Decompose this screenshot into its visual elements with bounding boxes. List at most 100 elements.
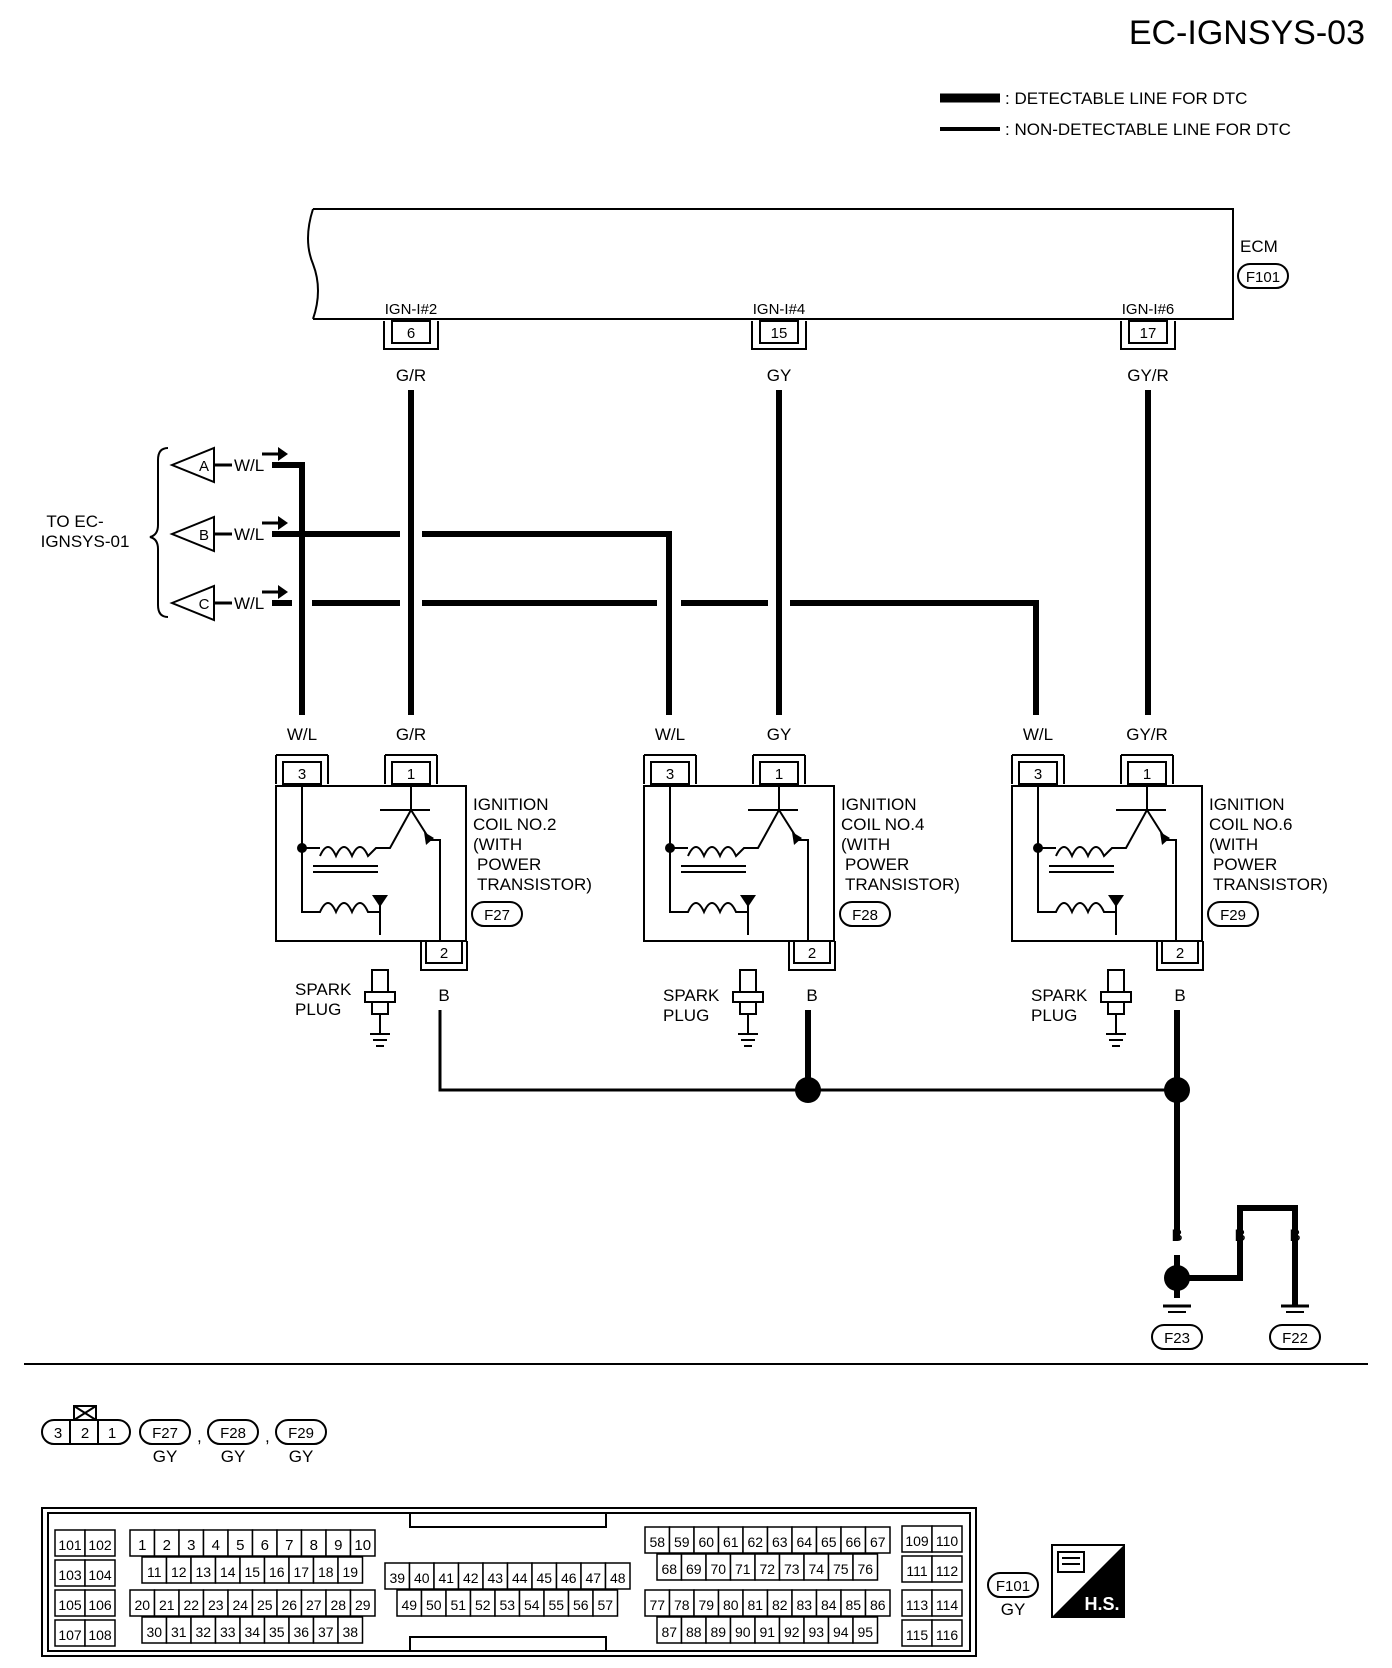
ecm-pin-cell (864, 1526, 891, 1554)
ecm-pin-cell (251, 1589, 278, 1617)
coil-unit-6: W/L GY/R 3 1 IGNITION COIL NO.6 (WITH PO… (1011, 725, 1328, 1047)
ecm-pin-number: 9 (334, 1537, 342, 1554)
coil-view-f28-color: GY (221, 1447, 246, 1466)
ecm-pin-cell (337, 1556, 364, 1584)
ecm-pin-cell (190, 1556, 217, 1584)
ecm-pin-cell (705, 1553, 732, 1581)
ecm-pin-number: 45 (536, 1570, 552, 1586)
ecm-pin-number: 76 (857, 1561, 873, 1577)
ecm-pin-number: 39 (389, 1570, 405, 1586)
ecm-pin-cell (312, 1556, 339, 1584)
ecm-pin-cell (901, 1525, 933, 1553)
ecm-terminal-name-2: IGN-I#4 (753, 301, 806, 318)
coil-unit-2: W/L G/R 3 1 IGNITION COIL NO.2 (WITH POW… (275, 725, 592, 1047)
ecm-pin-cell (717, 1526, 744, 1554)
ecm-pin-number: 51 (450, 1597, 466, 1613)
ecm-pin-number: 62 (747, 1534, 763, 1550)
to-ref-label-line1: TO EC- (46, 512, 103, 531)
ecm-pin-number: 108 (88, 1627, 112, 1643)
ecm-pin-cell (482, 1562, 509, 1590)
ecm-pin-number: 80 (723, 1597, 739, 1613)
ecm-pin-number: 44 (512, 1570, 528, 1586)
coil-view-f28: F28 (220, 1425, 246, 1442)
ecm-pin-3: 17 (1140, 325, 1157, 342)
ecm-view-f101-color: GY (1001, 1600, 1026, 1619)
ecm-pin-number: 106 (88, 1597, 112, 1613)
ecm-pin-cell (84, 1619, 116, 1647)
coil4-label-5: TRANSISTOR) (845, 875, 960, 894)
ecm-pin-number: 88 (686, 1624, 702, 1640)
ecm-pin-number: 49 (401, 1597, 417, 1613)
coil6-wire3: W/L (1023, 725, 1053, 744)
ecm-pin-number: 31 (171, 1624, 187, 1640)
ecm-pin-number: 5 (236, 1537, 244, 1554)
hs-badge: H.S. (1051, 1544, 1125, 1618)
ecm-box: ECM F101 IGN-I#2 IGN-I#4 IGN-I#6 6 15 17… (307, 208, 1289, 385)
ecm-pin-cell (506, 1562, 533, 1590)
junction-2 (1164, 1077, 1190, 1103)
coil6-label-3: (WITH (1209, 835, 1258, 854)
ground-wire-a: B (1171, 1226, 1182, 1245)
coil2-label-5: TRANSISTOR) (477, 875, 592, 894)
ecm-pin-number: 115 (906, 1627, 929, 1643)
ecm-pin-number: 4 (212, 1537, 220, 1554)
wire-ref-a (272, 462, 305, 715)
ecm-pin-cell (901, 1589, 933, 1617)
ecm-pin-cell (901, 1619, 933, 1647)
ecm-label: ECM (1240, 237, 1278, 256)
legend-detectable: : DETECTABLE LINE FOR DTC (1005, 89, 1247, 108)
ecm-pin-number: 36 (293, 1624, 309, 1640)
legend-non-detectable: : NON-DETECTABLE LINE FOR DTC (1005, 120, 1291, 139)
ecm-pin-number: 70 (710, 1561, 726, 1577)
ecm-wire-1: G/R (396, 366, 426, 385)
svg-text:,: , (197, 1427, 202, 1446)
ecm-pin-cell (931, 1555, 963, 1583)
ecm-pin-number: 1 (138, 1537, 146, 1554)
ecm-pin-number: 56 (573, 1597, 589, 1613)
coil6-pin3: 3 (1034, 766, 1042, 783)
coil6-wire2: B (1174, 986, 1185, 1005)
ecm-pin-number: 20 (134, 1597, 150, 1613)
ecm-pin-number: 110 (936, 1533, 959, 1549)
ecm-pin-connector-3: 17 (1120, 320, 1176, 350)
ecm-pin-cell (931, 1619, 963, 1647)
coil-view-pin-1: 1 (108, 1425, 116, 1442)
ecm-pin-number: 6 (261, 1537, 269, 1554)
ecm-pin-cell (827, 1616, 854, 1644)
ecm-pin-cell (693, 1589, 720, 1617)
ecm-pin-cell (729, 1553, 756, 1581)
ecm-pin-cell (931, 1589, 963, 1617)
ecm-pin-number: 11 (147, 1564, 162, 1580)
ecm-pin-number: 72 (759, 1561, 775, 1577)
coil4-wire3: W/L (655, 725, 685, 744)
coil6-plug-label-2: PLUG (1031, 1006, 1077, 1025)
ecm-pin-cell (54, 1529, 86, 1557)
connector-symbol-icon (1057, 1551, 1085, 1573)
ecm-pin-number: 7 (285, 1537, 293, 1554)
ecm-pin-number: 37 (318, 1624, 334, 1640)
ecm-pin-number: 93 (808, 1624, 824, 1640)
svg-text:,: , (265, 1427, 270, 1446)
ecm-pin-number: 42 (463, 1570, 479, 1586)
coil6-wire1: GY/R (1126, 725, 1168, 744)
to-ref-group: TO EC- IGNSYS-01 A W/L B W/L C W/L (41, 446, 1039, 715)
ecm-pin-number: 32 (195, 1624, 211, 1640)
coil2-wire2: B (438, 986, 449, 1005)
coil6-plug-label-1: SPARK (1031, 986, 1088, 1005)
ecm-pin-number: 47 (585, 1570, 601, 1586)
ecm-pin-cell (251, 1529, 278, 1557)
coil6-pin2: 2 (1176, 945, 1184, 962)
ecm-pin-number: 26 (281, 1597, 297, 1613)
ecm-pin-cell (227, 1529, 254, 1557)
coil6-label-5: TRANSISTOR) (1213, 875, 1328, 894)
legend: : DETECTABLE LINE FOR DTC : NON-DETECTAB… (940, 89, 1291, 139)
ground-bus: B B B F23 F22 (438, 1010, 1321, 1350)
ecm-pin-number: 24 (232, 1597, 248, 1613)
ref-letter-a: A (199, 458, 209, 475)
ecm-pin-cell (754, 1553, 781, 1581)
ecm-pin-number: 28 (330, 1597, 346, 1613)
ecm-pin-number: 69 (686, 1561, 702, 1577)
ecm-pin-number: 114 (936, 1597, 959, 1613)
ecm-pin-cell (901, 1555, 933, 1583)
